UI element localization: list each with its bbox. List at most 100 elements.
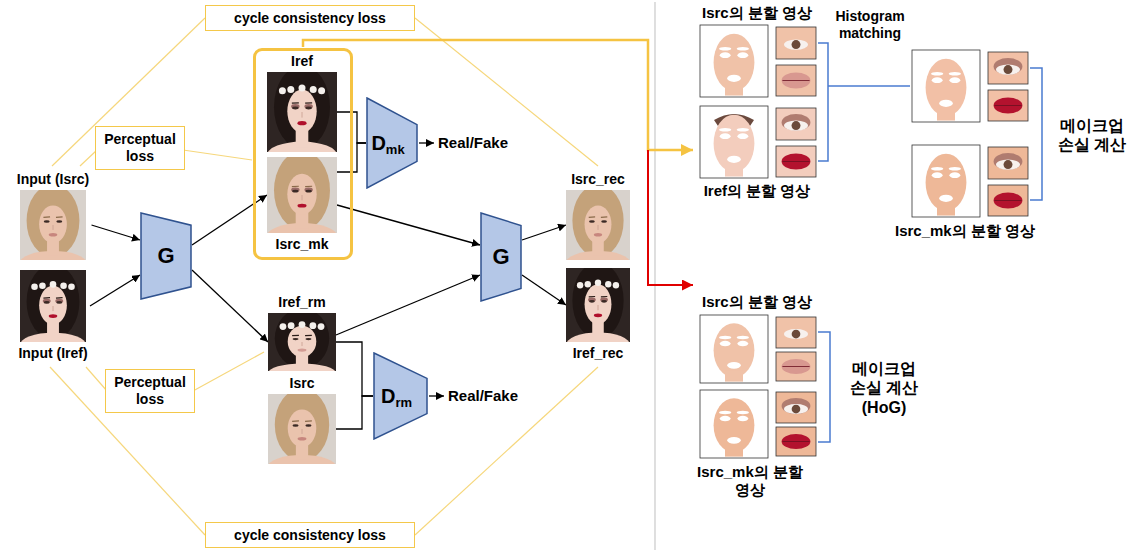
eye-cutout (932, 77, 943, 83)
block-name: G (157, 243, 174, 269)
lips (297, 204, 306, 208)
eye-cutout (737, 52, 748, 58)
network-block: Dmk (366, 97, 418, 189)
face-mask (926, 59, 967, 117)
eye-cutout (720, 133, 731, 139)
eyeshadow (782, 398, 811, 414)
lip-crop (776, 65, 816, 96)
flower-crown (68, 284, 75, 291)
eye (44, 220, 50, 223)
lip-crop (776, 352, 816, 381)
face-photo (268, 394, 336, 464)
face (287, 174, 316, 215)
lips (782, 359, 811, 374)
flower-crown (31, 284, 38, 291)
highlight-frame: IrefIsrc_mk (253, 48, 353, 260)
image-label: Isrc_rec (566, 170, 630, 188)
lip-crop (988, 185, 1028, 216)
lip-crop (988, 90, 1028, 121)
network-block: G (140, 212, 192, 300)
mouth-cutout (727, 437, 741, 444)
eye-cutout (737, 341, 748, 346)
image-panel: Iref_rec (566, 268, 630, 362)
face-photo (566, 190, 630, 260)
eyeshadow (782, 114, 811, 131)
mouth-cutout (727, 362, 741, 369)
brow-cutout (719, 411, 731, 414)
brow-cutout (719, 128, 731, 132)
annotation-label: Real/Fake (448, 387, 518, 405)
eye-white (996, 64, 1020, 74)
lips (994, 97, 1023, 113)
loss-box: Perceptual loss (105, 369, 195, 413)
brow (589, 296, 595, 298)
block-outline (367, 98, 417, 188)
nose (598, 305, 599, 310)
eye (292, 190, 298, 193)
eye-white (784, 329, 808, 339)
connector-group (90, 112, 566, 429)
flower-crown (279, 87, 286, 94)
lips (594, 313, 602, 317)
nose (53, 225, 54, 230)
flow-arrow (337, 205, 480, 245)
panel-divider (654, 2, 655, 550)
lips (298, 349, 307, 352)
block-outline (481, 213, 521, 301)
eye (589, 300, 595, 303)
eye-crop (776, 27, 816, 59)
flower-crown (280, 323, 287, 330)
face-mask (714, 323, 755, 377)
face-mask (714, 398, 755, 452)
lips (49, 314, 58, 318)
loss-name: Perceptual loss (111, 374, 189, 408)
brow (601, 216, 607, 218)
image-label: Input (Isrc) (15, 170, 92, 188)
image-label: Isrc (268, 374, 336, 392)
face-mask (714, 34, 755, 92)
lips (297, 121, 306, 125)
brow-cutout (737, 47, 749, 51)
lips (782, 434, 811, 449)
mouth-cutout (939, 195, 953, 202)
eye-cutout (737, 416, 748, 421)
brow (305, 420, 312, 422)
lips (49, 233, 58, 237)
brow-cutout (949, 72, 961, 76)
output-arrow (419, 142, 434, 143)
hair (274, 157, 330, 230)
eye (292, 424, 298, 427)
face-photo (566, 268, 630, 342)
loss-box: Perceptual loss (95, 126, 185, 170)
flower-crown (585, 281, 591, 287)
brow-cutout (931, 72, 943, 76)
brow (56, 216, 63, 218)
image-panel: Input (Isrc) (15, 170, 92, 260)
mouth-cutout (727, 75, 741, 82)
hair (572, 268, 623, 339)
flower-crown (605, 281, 611, 287)
brow-cutout (949, 167, 961, 171)
loss-name: cycle consistency loss (234, 527, 386, 543)
eye (589, 220, 595, 223)
eyeshadow (291, 104, 299, 109)
eye-crop (776, 108, 816, 140)
red-arrow (648, 150, 693, 285)
brow-cutout (737, 336, 749, 339)
eyeshadow (291, 187, 299, 192)
annotation-label: Isrc_mk의 분할 영상 (689, 463, 811, 499)
blue-bracket (828, 85, 910, 87)
hair (27, 190, 80, 257)
hair (572, 190, 623, 257)
neck-mask (937, 204, 955, 216)
flow-arrow (90, 275, 140, 306)
annotation-label: 메이크업 손실 계산 (HoG) (842, 359, 926, 417)
eyeshadow (588, 298, 596, 302)
loss-name: cycle consistency loss (234, 10, 386, 26)
loss-leader (415, 367, 598, 535)
lip-crop (776, 146, 816, 177)
lips (994, 192, 1023, 208)
neck-mask (725, 371, 743, 382)
block-name: D (381, 385, 395, 408)
segment-frame (700, 106, 768, 178)
